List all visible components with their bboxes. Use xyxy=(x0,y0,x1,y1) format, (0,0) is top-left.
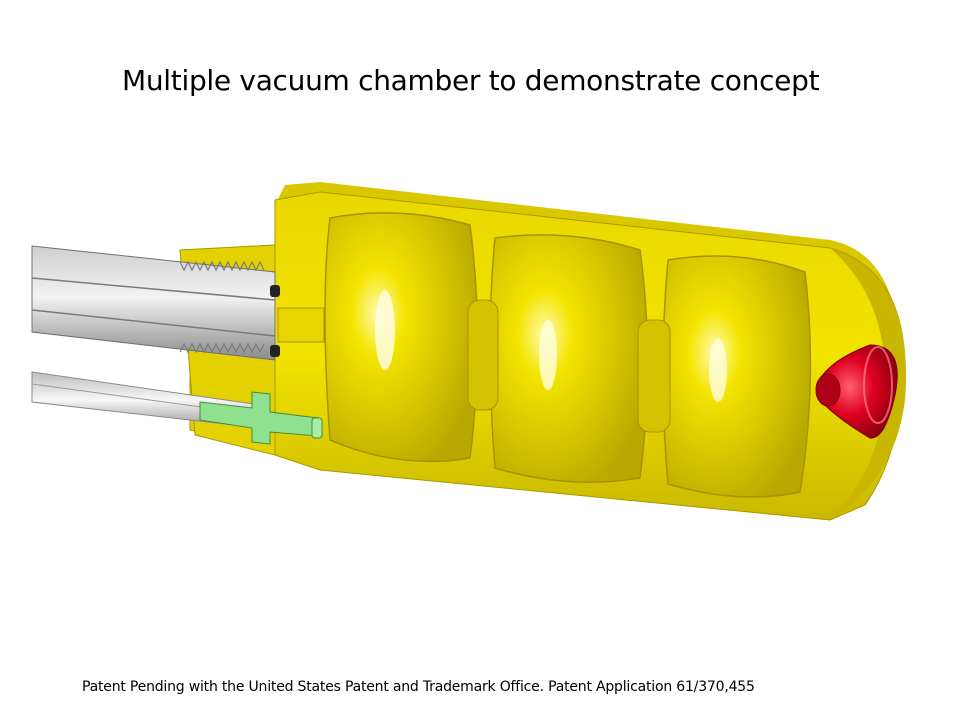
patent-footer: Patent Pending with the United States Pa… xyxy=(82,679,755,695)
passage-2-3 xyxy=(637,319,671,433)
red-nozzle xyxy=(817,344,898,439)
chamber-1 xyxy=(324,212,479,463)
chamber-3 xyxy=(662,255,812,498)
nozzle-opening xyxy=(815,373,841,407)
threaded-rod xyxy=(31,245,276,361)
seal-bottom xyxy=(270,345,280,357)
inlet-port xyxy=(277,307,325,343)
housing-end-cap xyxy=(830,248,907,520)
seal-top xyxy=(270,285,280,297)
rod-threads xyxy=(179,260,265,354)
slide-title: Multiple vacuum chamber to demonstrate c… xyxy=(122,64,820,97)
chamber-2 xyxy=(489,234,649,483)
passage-1-2 xyxy=(467,299,499,411)
